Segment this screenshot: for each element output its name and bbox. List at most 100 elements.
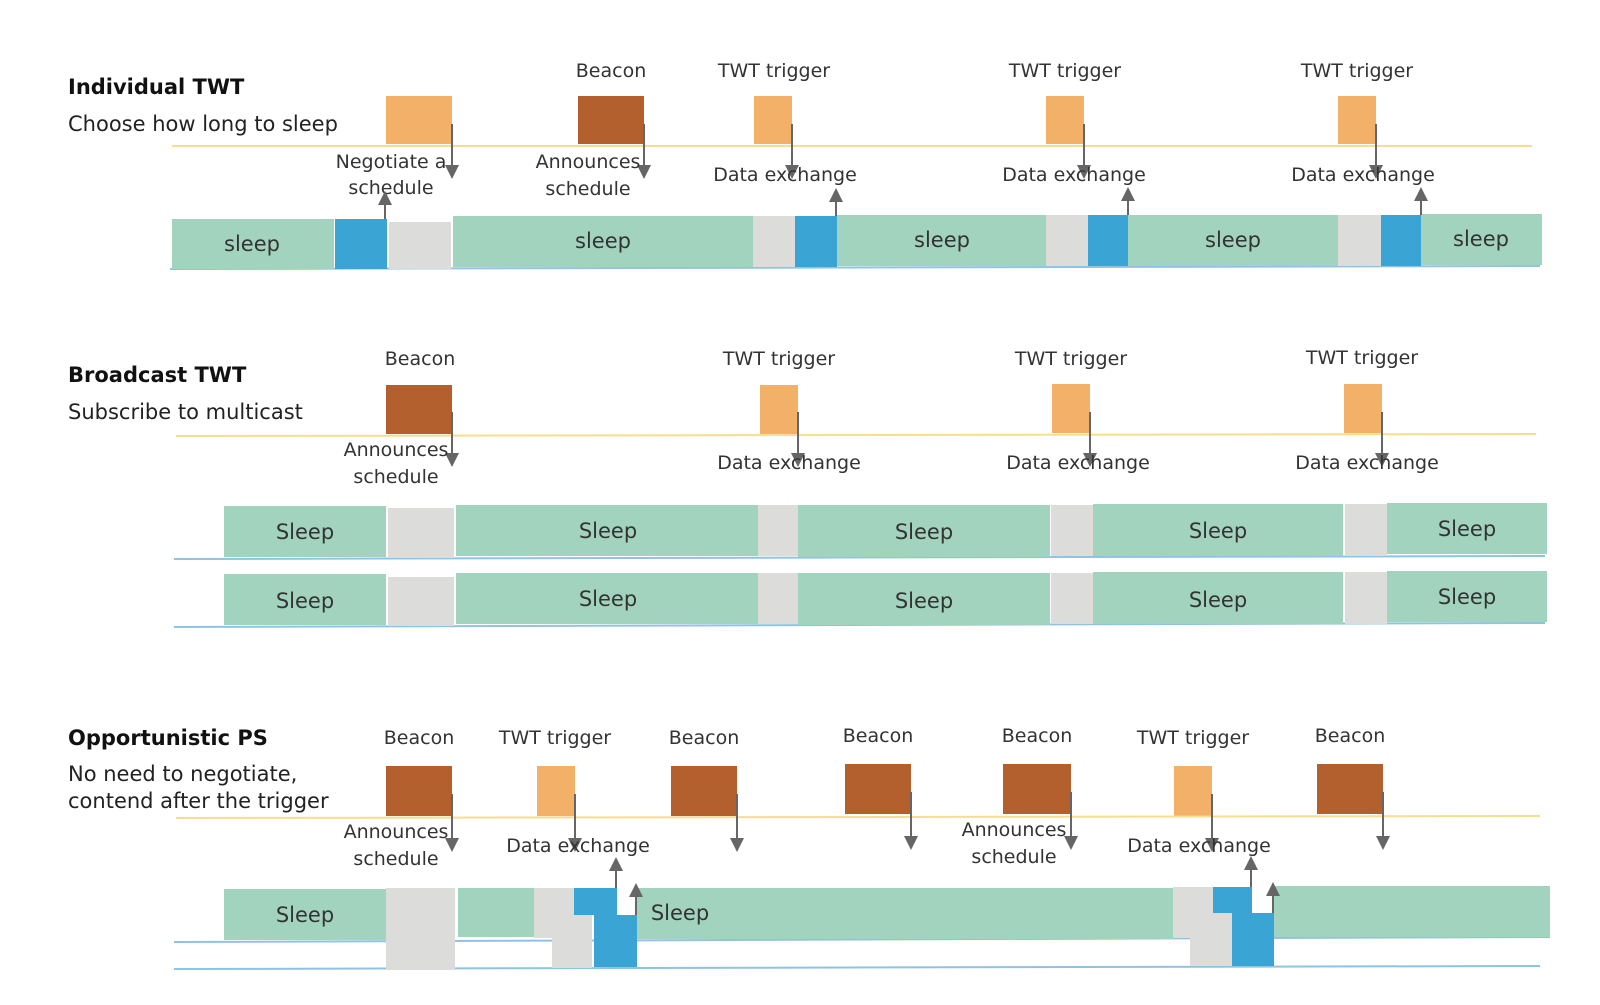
ap-timeline [175,433,1537,437]
announces-label: schedule [353,466,438,488]
twt-trigger-label: TWT trigger [1136,727,1249,749]
beacon-block [1317,764,1383,814]
data-exchange-block [795,216,837,267]
sleep-label: Sleep [895,589,953,613]
sleep-segment [172,219,334,269]
idle-segment [1345,572,1387,624]
beacon-block [578,96,644,144]
section-broadcast-twt: Broadcast TWT Subscribe to multicast Bea… [68,347,1547,628]
sleep-segment [1387,571,1547,622]
section-individual-twt: Individual TWT Choose how long to sleep … [68,60,1542,270]
sleep-label: Sleep [1189,519,1247,543]
twt-trigger-label: TWT trigger [498,727,611,749]
section-subtitle: contend after the trigger [68,789,329,813]
idle-segment [388,508,454,558]
sleep-label: Sleep [276,903,334,927]
sleep-segment [456,573,758,624]
data-exchange-block [594,915,637,967]
data-exchange-block [574,888,617,915]
twt-trigger-block [1344,384,1382,433]
idle-segment [388,577,454,626]
sleep-segment [458,888,534,937]
beacon-label: Beacon [669,727,739,749]
twt-trigger-block [537,766,575,816]
sleep-segment [1387,503,1547,554]
sleep-label: sleep [1205,228,1261,252]
idle-segment [1046,215,1088,266]
sleep-label: Sleep [1438,585,1496,609]
twt-trigger-label: TWT trigger [1014,348,1127,370]
section-subtitle: Choose how long to sleep [68,112,338,136]
beacon-label: Beacon [576,60,646,82]
beacon-label: Beacon [385,348,455,370]
negotiate-label: schedule [348,177,433,199]
section-opportunistic-ps: Opportunistic PS No need to negotiate, c… [68,725,1551,970]
twt-trigger-block [1174,766,1212,816]
station-timeline [173,965,1541,970]
idle-segment [753,216,795,267]
twt-trigger-label: TWT trigger [722,348,835,370]
idle-segment [758,573,798,624]
sleep-segment [798,573,1050,625]
announces-label: Announces [536,151,641,173]
sleep-label: Sleep [276,589,334,613]
beacon-label: Beacon [843,725,913,747]
announces-label: Announces [344,821,449,843]
data-exchange-label: Data exchange [1291,164,1435,186]
sleep-label: Sleep [579,519,637,543]
idle-segment [1051,505,1093,556]
twt-trigger-label: TWT trigger [1305,347,1418,369]
data-exchange-block [1088,215,1128,266]
idle-segment [758,505,798,556]
data-exchange-label: Data exchange [506,835,650,857]
section-title: Opportunistic PS [68,726,268,750]
twt-trigger-block [1338,96,1376,144]
beacon-label: Beacon [1315,725,1385,747]
twt-trigger-block [760,385,798,434]
beacon-block [845,764,911,814]
sleep-segment [224,506,386,557]
section-title: Individual TWT [68,75,245,99]
data-exchange-label: Data exchange [1006,452,1150,474]
beacon-label: Beacon [384,727,454,749]
sleep-label: Sleep [1438,517,1496,541]
announces-label: schedule [971,846,1056,868]
announces-label: Announces [344,439,449,461]
twt-trigger-block [1046,96,1084,144]
data-exchange-label: Data exchange [1002,164,1146,186]
sleep-segment [798,505,1050,557]
sleep-segment [224,574,386,625]
twt-trigger-label: TWT trigger [1300,60,1413,82]
sleep-label: Sleep [1189,588,1247,612]
twt-trigger-label: TWT trigger [717,60,830,82]
negotiation-exchange [335,219,387,269]
idle-segment [386,888,455,970]
twt-trigger-block [1052,384,1090,433]
data-exchange-block [1232,913,1274,966]
sleep-segment [837,215,1046,266]
negotiate-label: Negotiate a [336,151,447,173]
data-exchange-label: Data exchange [713,164,857,186]
sleep-label: Sleep [579,587,637,611]
sleep-segment [1274,886,1550,937]
sleep-label: Sleep [276,520,334,544]
beacon-block [386,385,452,434]
sleep-label: sleep [1453,227,1509,251]
sleep-label: sleep [575,229,631,253]
sleep-segment [1421,214,1542,265]
negotiate-request-block [386,96,452,144]
sleep-label: Sleep [895,520,953,544]
idle-segment [1345,504,1387,556]
idle-segment [1051,573,1093,624]
data-exchange-label: Data exchange [1127,835,1271,857]
sleep-segment [1128,215,1338,266]
beacon-block [386,766,452,816]
announces-label: schedule [353,848,438,870]
data-exchange-block [1213,887,1252,913]
data-exchange-label: Data exchange [717,452,861,474]
station-timeline [173,555,1546,560]
sleep-segment [224,889,386,940]
sleep-label: sleep [914,228,970,252]
sleep-segment [456,505,758,556]
